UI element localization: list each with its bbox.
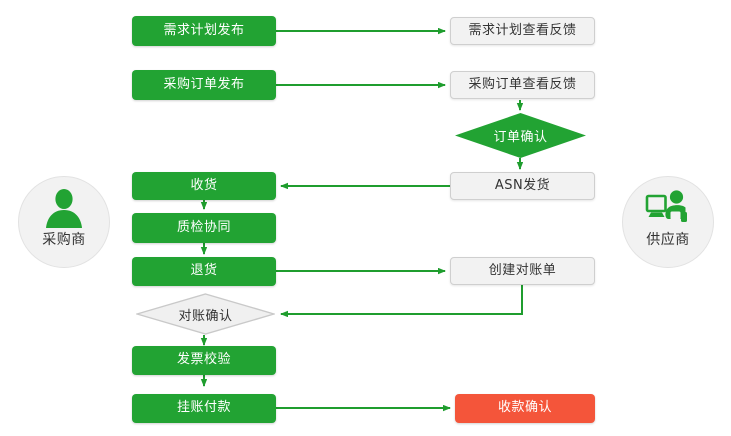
node-label: 需求计划查看反馈 [468,22,577,38]
actor-supplier[interactable]: 供应商 [622,176,714,268]
node-demand-plan-feedback[interactable]: 需求计划查看反馈 [450,17,595,45]
diamond-shape [455,113,586,158]
node-label: 订单确认 [493,130,548,145]
diamond-shape [136,293,275,335]
node-po-feedback[interactable]: 采购订单查看反馈 [450,71,595,99]
node-return-goods[interactable]: 退货 [132,257,276,286]
actor-supplier-label: 供应商 [646,232,690,248]
node-label: 发票校验 [176,352,231,368]
node-asn-shipment[interactable]: ASN发货 [450,172,595,200]
node-po-publish[interactable]: 采购订单发布 [132,70,276,100]
node-label: 挂账付款 [176,400,231,416]
node-create-statement[interactable]: 创建对账单 [450,257,595,285]
node-reconcile-confirm[interactable]: 对账确认 [136,293,275,335]
node-invoice-verify[interactable]: 发票校验 [132,346,276,375]
node-quality-collaboration[interactable]: 质检协同 [132,213,276,243]
edge-create-statement-to-reconcile [280,285,523,318]
node-label: 创建对账单 [488,262,557,278]
node-label: 收款确认 [497,400,552,416]
node-label: 采购订单发布 [163,76,245,92]
node-label: ASN发货 [494,177,551,193]
person-icon [46,189,82,228]
node-receipt-confirm[interactable]: 收款确认 [455,394,595,423]
node-label: 采购订单查看反馈 [468,76,577,92]
person-at-computer-icon [645,190,687,222]
node-label: 收货 [190,177,218,193]
node-receiving[interactable]: 收货 [132,172,276,200]
node-order-confirm[interactable]: 订单确认 [455,113,586,158]
actor-buyer[interactable]: 采购商 [18,176,110,268]
node-demand-plan-publish[interactable]: 需求计划发布 [132,16,276,46]
node-label: 质检协同 [176,219,231,235]
node-label: 对账确认 [178,308,233,324]
node-label: 需求计划发布 [163,22,245,38]
node-payable-payment[interactable]: 挂账付款 [132,394,276,423]
actor-buyer-label: 采购商 [42,232,86,248]
node-label: 退货 [190,263,218,279]
